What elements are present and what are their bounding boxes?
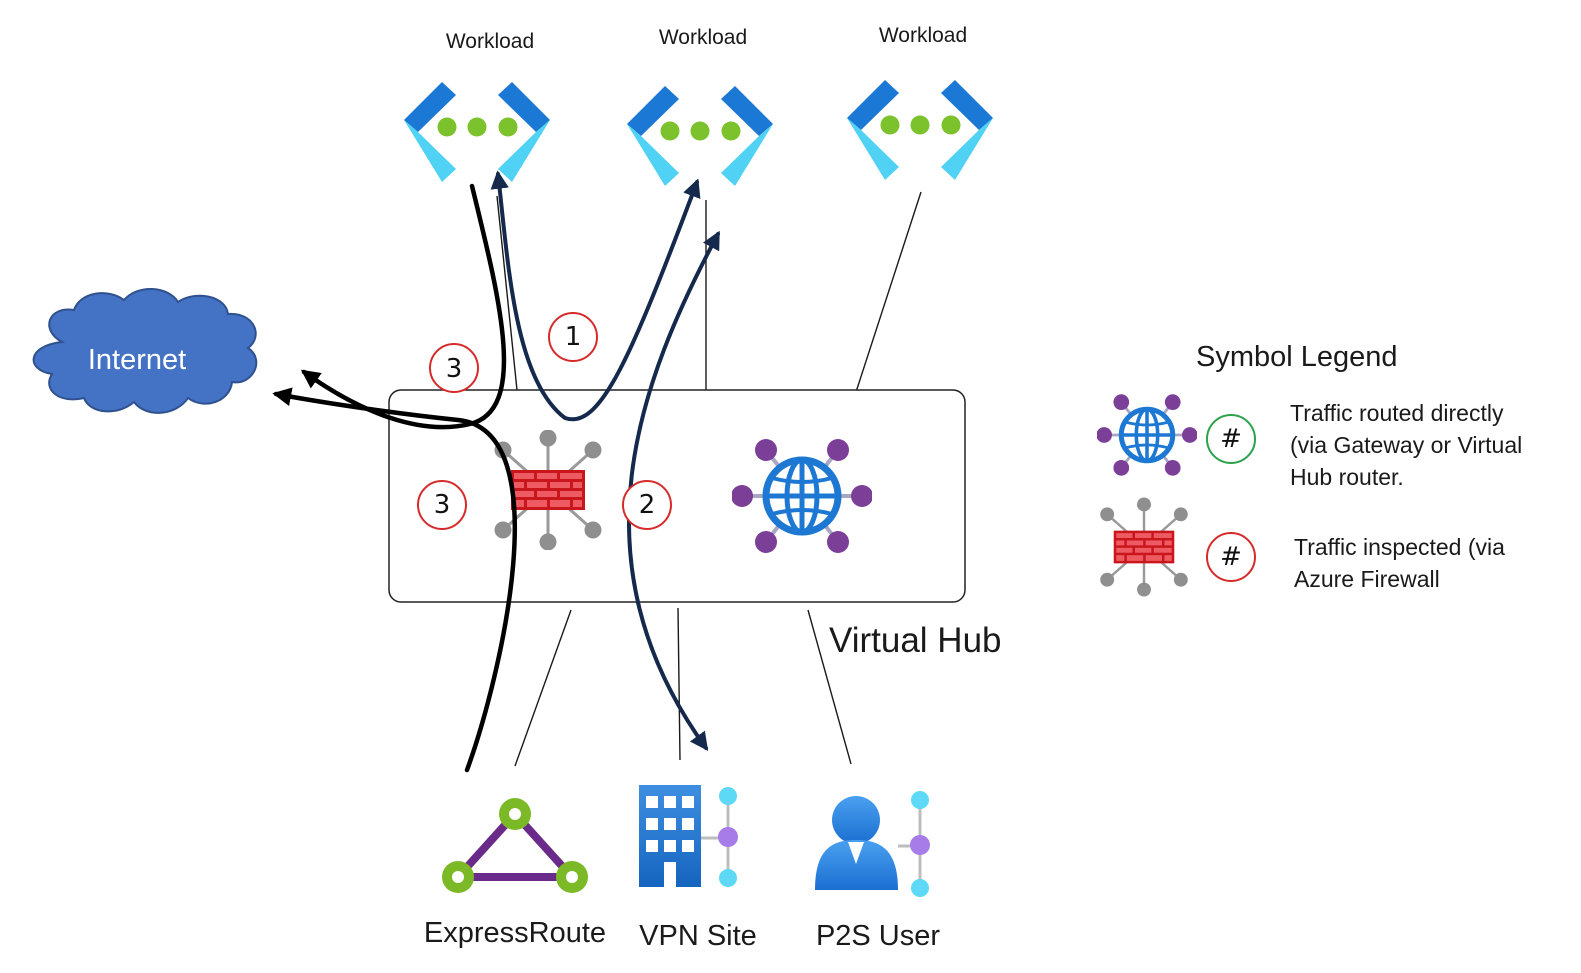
internet-label: Internet (88, 344, 186, 376)
legend-marker-green-text: # (1220, 424, 1242, 454)
p2s-user-icon (815, 791, 930, 897)
workload-vnet-icon-1 (404, 82, 550, 182)
svg-text:2: 2 (639, 490, 656, 520)
legend-item-1-line-1: Traffic routed directly (1290, 400, 1504, 426)
workload-vnet-icon-3 (847, 80, 993, 180)
vpn-site-icon (639, 785, 738, 887)
workload-vnet-icon-2 (627, 86, 773, 186)
legend-item-2-line-1: Traffic inspected (via (1294, 534, 1505, 560)
legend-marker-red-text: # (1220, 542, 1242, 572)
svg-text:1: 1 (565, 322, 582, 352)
marker-2: 2 (622, 480, 672, 530)
legend-marker-green (1206, 414, 1256, 464)
legend-title: Symbol Legend (1196, 341, 1398, 373)
legend-globe-router-icon (1096, 394, 1197, 475)
symbol-legend: Symbol Legend # Traffic routed directly … (1096, 341, 1522, 597)
traffic-paths (272, 170, 720, 773)
expressroute-label: ExpressRoute (424, 917, 606, 949)
virtual-hub-label: Virtual Hub (829, 621, 1002, 660)
svg-text:3: 3 (446, 354, 463, 384)
legend-item-1-line-3: Hub router. (1290, 464, 1404, 490)
vpn-site-label: VPN Site (639, 920, 757, 952)
marker-3-upper: 3 (429, 343, 479, 393)
svg-text:3: 3 (434, 490, 451, 520)
marker-1: 1 (548, 312, 598, 362)
p2s-user-label: P2S User (816, 920, 940, 952)
internet-cloud-icon (32, 287, 258, 414)
legend-item-1-line-2: (via Gateway or Virtual (1290, 432, 1522, 458)
legend-item-2-line-2: Azure Firewall (1294, 566, 1440, 592)
expressroute-icon (442, 798, 588, 893)
legend-marker-red (1206, 532, 1256, 582)
legend-firewall-icon (1099, 497, 1189, 597)
workload-label-2: Workload (659, 26, 747, 49)
virtual-hub-box (388, 389, 966, 603)
marker-3-lower: 3 (417, 480, 467, 530)
workload-label-3: Workload (879, 24, 967, 47)
workload-label-1: Workload (446, 30, 534, 53)
